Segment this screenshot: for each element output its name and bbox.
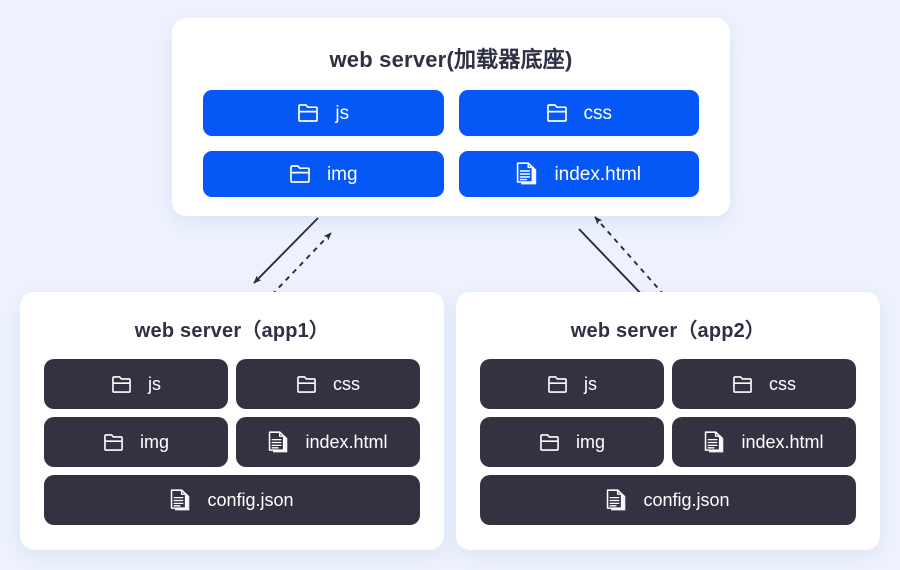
chip-label: js [335,102,350,124]
folder-icon [296,375,317,394]
folder-icon [103,433,124,452]
chip-config-json[interactable]: config.json [44,475,420,525]
chip-js[interactable]: js [203,90,444,136]
chip-label: img [575,432,605,452]
document-icon [606,488,627,512]
document-icon [170,488,191,512]
chip-img[interactable]: img [480,417,664,467]
folder-icon [732,375,753,394]
chip-css[interactable]: css [458,90,699,136]
document-icon [704,430,725,454]
panel-web-server-app2: web server（app2） js css [456,292,880,550]
chip-img[interactable]: img [44,417,228,467]
folder-icon [539,433,560,452]
chip-label: img [139,432,169,452]
panel-web-server-app1: web server（app1） js css [20,292,444,550]
chip-index-html[interactable]: index.html [458,151,699,197]
chip-index-html[interactable]: index.html [672,417,856,467]
connector-app2-to-base-dashed [594,216,665,296]
document-icon [516,162,538,186]
panel-app1-title: web server（app1） [134,320,330,342]
chip-label: js [148,374,161,394]
panel-app2-title: web server（app2） [570,320,766,342]
chip-label: index.html [554,163,642,185]
folder-icon [547,375,568,394]
panel-base-title: web server(加载器底座) [329,47,573,72]
chip-index-html[interactable]: index.html [236,417,420,467]
document-icon [268,430,289,454]
chip-label: img [326,163,358,185]
chip-label: css [333,374,360,394]
panel-web-server-base: web server(加载器底座) js css [172,18,730,216]
chip-label: css [583,102,613,124]
chip-label: config.json [643,490,730,510]
chip-label: css [769,374,796,394]
folder-icon [111,375,132,394]
folder-icon [546,103,568,123]
chip-js[interactable]: js [44,359,228,409]
chip-label: index.html [741,432,824,452]
chip-img[interactable]: img [203,151,444,197]
chip-config-json[interactable]: config.json [480,475,856,525]
chip-js[interactable]: js [480,359,664,409]
panel-app1-chip-grid: js css img [44,359,420,525]
connector-base-to-app1-solid [253,217,319,284]
connector-base-to-app2-solid [578,228,647,300]
chip-label: js [584,374,597,394]
chip-label: config.json [207,490,294,510]
chip-css[interactable]: css [236,359,420,409]
panel-base-chip-grid: js css img [203,90,699,197]
folder-icon [297,103,319,123]
folder-icon [289,164,311,184]
chip-css[interactable]: css [672,359,856,409]
chip-label: index.html [305,432,388,452]
panel-app2-chip-grid: js css img [480,359,856,525]
